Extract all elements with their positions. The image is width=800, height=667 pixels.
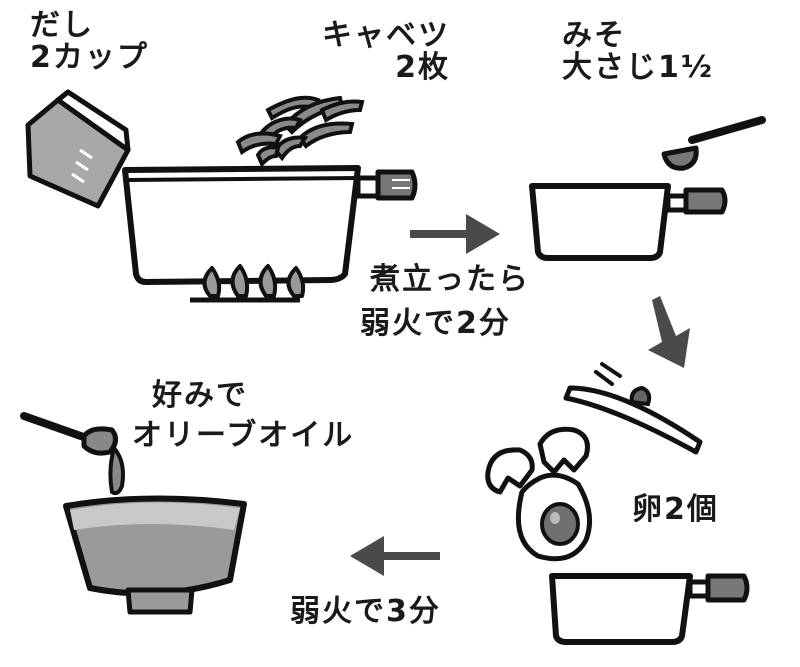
ingredient-amount: オリーブオイル xyxy=(132,417,355,453)
ingredient-miso: みそ 大さじ1½ xyxy=(562,20,714,83)
ingredient-cabbage: キャベツ 2枚 xyxy=(322,20,450,83)
cracked-egg-icon xyxy=(485,426,593,562)
ingredient-name: だし xyxy=(30,8,94,43)
bowl-icon xyxy=(63,495,247,615)
ingredient-amount: 2カップ xyxy=(30,39,149,75)
ingredient-amount: 2枚 xyxy=(395,49,450,85)
ingredient-name: 卵2個 xyxy=(632,492,719,527)
instruction-line2: 弱火で2分 xyxy=(360,305,511,341)
small-pot-icon xyxy=(549,573,750,645)
oil-spoon-icon xyxy=(20,412,125,496)
arrow-right-icon xyxy=(410,214,500,254)
ingredient-name: 好みで xyxy=(152,378,248,413)
arrow-down-icon xyxy=(648,296,690,368)
arrow-left-icon xyxy=(350,536,440,576)
instruction-line1: 煮立ったら xyxy=(370,262,530,297)
small-pot-icon xyxy=(529,183,728,261)
ingredient-dashi: だし 2カップ xyxy=(30,10,149,73)
ingredient-name: キャベツ xyxy=(322,18,450,53)
cabbage-strips-icon xyxy=(235,95,365,168)
ingredient-egg: 卵2個 xyxy=(632,494,719,526)
instruction-simmer: 弱火で3分 xyxy=(290,596,441,628)
instruction-boil: 煮立ったら 弱火で2分 xyxy=(360,264,530,339)
ingredient-name: みそ xyxy=(562,18,626,53)
measuring-spoon-icon xyxy=(661,116,766,171)
ingredient-amount: 大さじ1½ xyxy=(562,49,714,85)
stove-flame-icon xyxy=(190,264,306,303)
measuring-cup-icon xyxy=(25,89,131,209)
instruction-text: 弱火で3分 xyxy=(290,594,441,629)
large-pot-icon xyxy=(122,165,418,285)
pot-lid-icon xyxy=(563,362,703,455)
ingredient-olive-oil: 好みで オリーブオイル xyxy=(132,380,354,451)
